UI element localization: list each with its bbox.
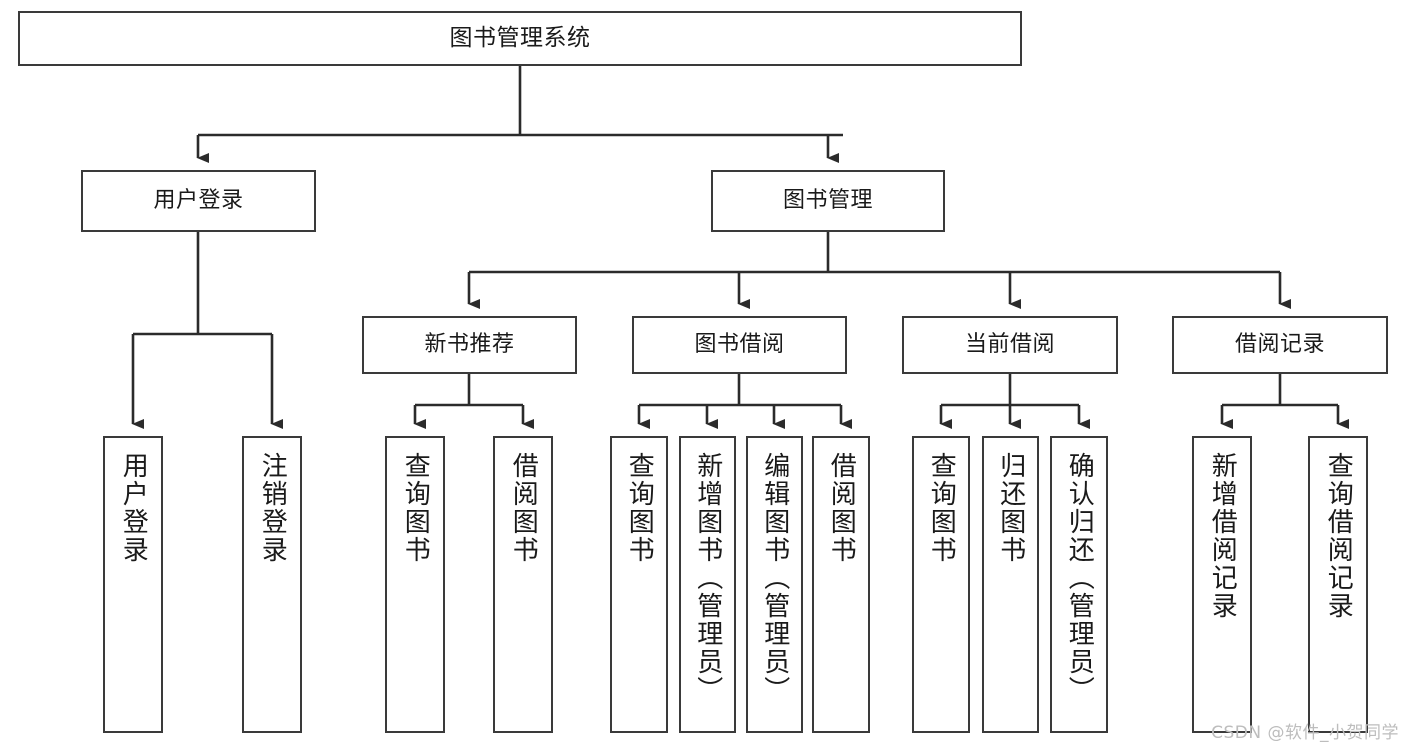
leaf-query-borrow-record[interactable]: 查询借阅记录 (1308, 436, 1368, 733)
leaf-query-book-borrow[interactable]: 查询图书 (610, 436, 668, 733)
leaf-add-borrow-record[interactable]: 新增借阅记录 (1192, 436, 1252, 733)
node-new-book-recommend[interactable]: 新书推荐 (362, 316, 577, 374)
node-label: 新增借阅记录 (1207, 452, 1238, 620)
node-label: 借阅图书 (508, 452, 539, 564)
watermark: CSDN @软件_小贺同学 (1211, 723, 1399, 743)
leaf-edit-book-admin[interactable]: 编辑图书（管理员） (746, 436, 803, 733)
node-label: 新书推荐 (424, 332, 515, 358)
leaf-add-book-admin[interactable]: 新增图书（管理员） (679, 436, 736, 733)
node-label: 当前借阅 (964, 332, 1055, 358)
node-label: 查询图书 (624, 452, 655, 564)
node-label: 编辑图书（管理员） (759, 452, 790, 704)
node-label: 图书管理系统 (449, 24, 591, 51)
leaf-return-book[interactable]: 归还图书 (982, 436, 1039, 733)
node-user-login[interactable]: 用户登录 (81, 170, 316, 232)
node-label: 归还图书 (995, 452, 1026, 564)
leaf-user-logout[interactable]: 注销登录 (242, 436, 302, 733)
node-label: 确认归还（管理员） (1064, 452, 1095, 704)
node-current-borrow[interactable]: 当前借阅 (902, 316, 1118, 374)
node-label: 用户登录 (153, 188, 244, 214)
node-label: 新增图书（管理员） (692, 452, 723, 704)
node-label: 图书管理 (782, 188, 873, 214)
node-label: 查询图书 (400, 452, 431, 564)
node-book-borrow[interactable]: 图书借阅 (632, 316, 847, 374)
leaf-confirm-return-admin[interactable]: 确认归还（管理员） (1050, 436, 1108, 733)
leaf-borrow-book-new[interactable]: 借阅图书 (493, 436, 553, 733)
node-root-system[interactable]: 图书管理系统 (18, 11, 1022, 66)
leaf-query-book-new[interactable]: 查询图书 (385, 436, 445, 733)
leaf-query-book-current[interactable]: 查询图书 (912, 436, 970, 733)
node-borrow-record[interactable]: 借阅记录 (1172, 316, 1388, 374)
node-label: 注销登录 (257, 452, 288, 564)
node-book-management[interactable]: 图书管理 (711, 170, 945, 232)
leaf-user-login[interactable]: 用户登录 (103, 436, 163, 733)
node-label: 查询借阅记录 (1323, 452, 1354, 620)
node-label: 借阅图书 (826, 452, 857, 564)
node-label: 查询图书 (926, 452, 957, 564)
node-label: 图书借阅 (694, 332, 785, 358)
node-label: 用户登录 (118, 452, 149, 564)
leaf-borrow-book[interactable]: 借阅图书 (812, 436, 870, 733)
node-label: 借阅记录 (1234, 332, 1325, 358)
